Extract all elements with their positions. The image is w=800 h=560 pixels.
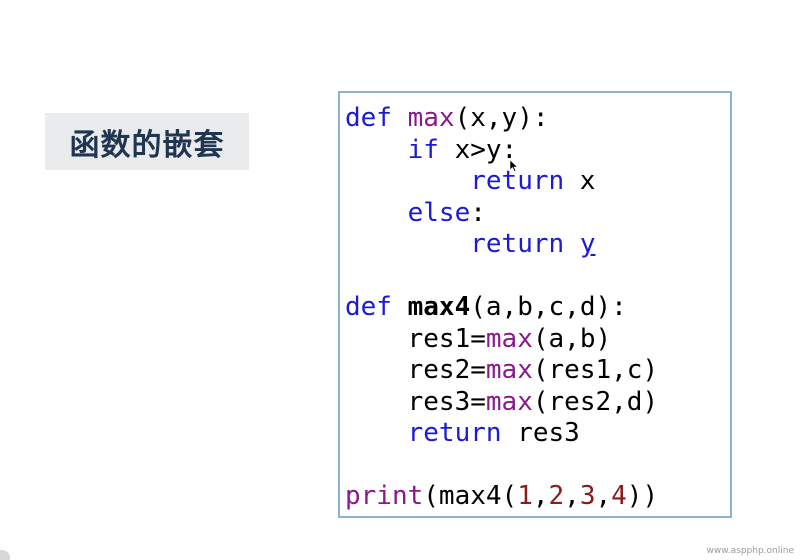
params: (x,y):	[454, 103, 549, 133]
function-name-max: max	[407, 103, 455, 133]
watermark: www.aspphp.online	[706, 546, 794, 556]
condition: x>y:	[438, 134, 518, 165]
assignment: res3=	[407, 386, 486, 417]
function-name-max4: max4	[407, 292, 471, 322]
keyword-return: return	[470, 229, 565, 259]
keyword-if: if	[407, 134, 439, 165]
space	[564, 229, 580, 259]
indent	[345, 418, 408, 448]
args: (a,b)	[532, 323, 612, 354]
indent	[345, 387, 408, 417]
assignment: res1=	[407, 323, 486, 354]
return-value-underlined: y	[579, 229, 596, 259]
call-close: ))	[626, 481, 659, 511]
assignment: res2=	[407, 355, 486, 385]
slide-title: 函数的嵌套	[45, 113, 249, 170]
number-literal: 1	[517, 481, 533, 511]
comma: ,	[564, 481, 580, 511]
keyword-def: def	[345, 292, 392, 322]
space	[392, 103, 408, 133]
keyword-else: else	[407, 197, 471, 228]
code-line-8: res1=max(a,b)	[345, 324, 658, 356]
code-line-blank	[345, 450, 658, 482]
code-line-11: return res3	[345, 418, 658, 450]
keyword-return: return	[470, 166, 565, 196]
number-literal: 4	[611, 481, 627, 511]
params: (a,b,c,d):	[470, 292, 627, 322]
code-line-2: if x>y:	[345, 135, 658, 167]
colon: :	[470, 197, 486, 228]
code-line-13: print(max4(1,2,3,4))	[345, 481, 658, 513]
keyword-def: def	[345, 103, 392, 133]
code-line-9: res2=max(res1,c)	[345, 355, 658, 387]
code-line-4: else:	[345, 198, 658, 230]
return-value: x	[564, 166, 596, 196]
code-line-5: return y	[345, 229, 658, 261]
comma: ,	[595, 481, 612, 511]
args: (res1,c)	[532, 355, 659, 385]
indent	[345, 324, 408, 354]
code-line-10: res3=max(res2,d)	[345, 387, 658, 419]
code-line-7: def max4(a,b,c,d):	[345, 292, 658, 324]
corner-decoration	[0, 550, 10, 560]
code-block: def max(x,y): if x>y: return x else: ret…	[345, 103, 658, 513]
call-max: max	[485, 386, 533, 417]
call-max: max	[485, 323, 533, 354]
code-line-3: return x	[345, 166, 658, 198]
comma: ,	[532, 481, 549, 511]
indent	[345, 166, 470, 196]
keyword-return: return	[407, 418, 502, 448]
code-line-blank	[345, 261, 658, 293]
indent	[345, 198, 408, 228]
indent	[345, 229, 470, 259]
builtin-print: print	[345, 481, 424, 511]
call-max: max	[485, 355, 533, 385]
call-open: (max4(	[423, 481, 518, 511]
mouse-pointer-icon	[510, 160, 518, 172]
indent	[345, 355, 408, 385]
space	[392, 292, 408, 322]
number-literal: 2	[548, 481, 565, 511]
number-literal: 3	[579, 481, 596, 511]
return-value: res3	[501, 418, 580, 448]
code-box: def max(x,y): if x>y: return x else: ret…	[338, 91, 732, 518]
indent	[345, 135, 408, 165]
args: (res2,d)	[532, 386, 659, 417]
code-line-1: def max(x,y):	[345, 103, 658, 135]
